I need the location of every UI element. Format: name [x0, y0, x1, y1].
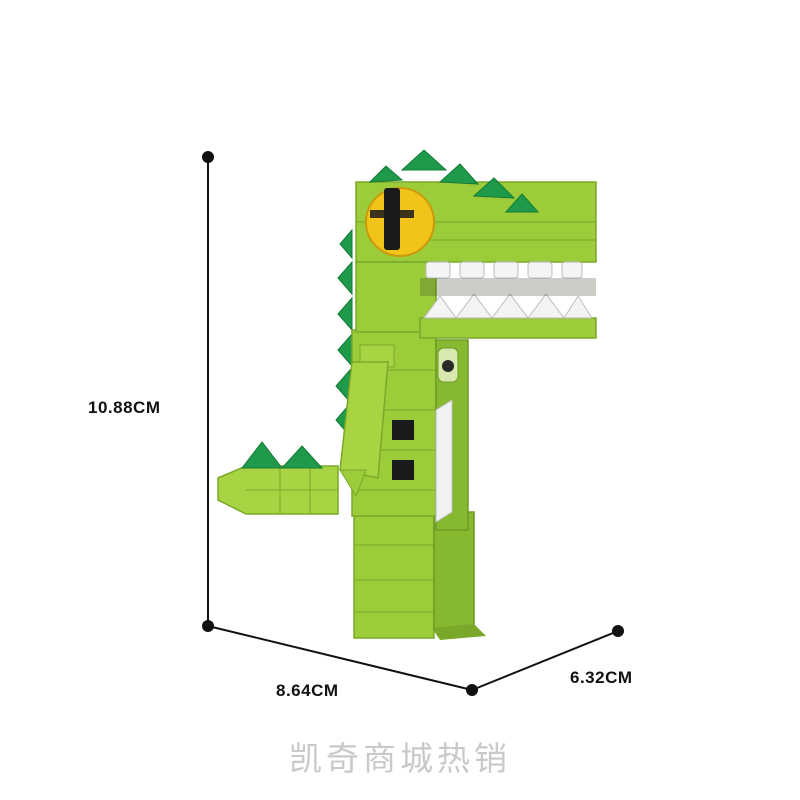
upper-teeth — [425, 261, 583, 279]
legs — [353, 511, 486, 640]
head-spikes — [368, 149, 540, 213]
depth-dimension-label: 6.32CM — [570, 668, 633, 687]
tail-spike-2 — [280, 445, 324, 469]
depth-line — [471, 630, 619, 691]
dimension-dot-corner — [202, 620, 214, 632]
width-line — [207, 625, 473, 691]
tail — [217, 441, 339, 515]
eye — [365, 187, 435, 257]
tail-spike-1 — [240, 441, 284, 469]
dimension-dot-top — [202, 151, 214, 163]
dinosaur-brick-model — [217, 149, 597, 640]
height-dimension-label: 10.88CM — [88, 398, 161, 417]
dimension-dot-front — [466, 684, 478, 696]
arm — [339, 344, 395, 498]
dimension-lines — [202, 151, 624, 696]
dimension-dot-right — [612, 625, 624, 637]
lower-teeth — [423, 293, 593, 319]
watermark-text: 凯奇商城热销 — [289, 739, 511, 778]
head — [355, 149, 597, 339]
width-dimension-label: 8.64CM — [276, 681, 339, 700]
